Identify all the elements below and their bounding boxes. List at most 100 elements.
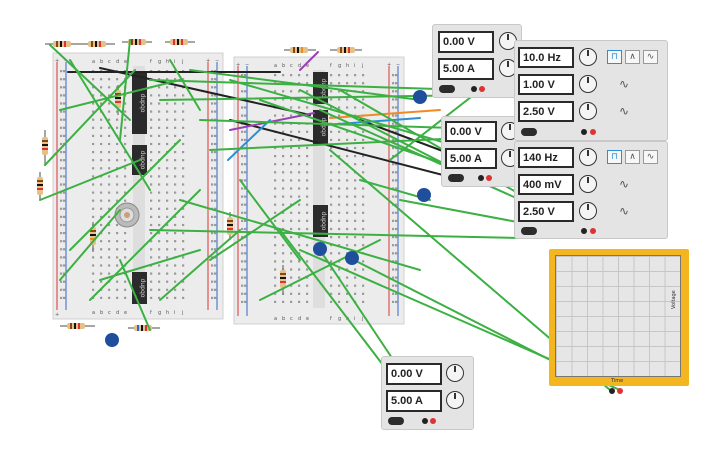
bb1-col-g-bottom: g xyxy=(158,310,161,316)
fg1-frequency-knob[interactable] xyxy=(579,48,597,66)
resistor-2[interactable] xyxy=(80,41,115,47)
ps3-voltage-knob[interactable] xyxy=(446,364,464,382)
fg1-sine-wave-button[interactable]: ∿ xyxy=(643,50,658,64)
capacitor-1[interactable] xyxy=(413,90,427,104)
oscilloscope-pos-terminal[interactable] xyxy=(617,388,623,394)
wire[interactable] xyxy=(229,119,471,183)
bb2-col-j: j xyxy=(361,63,363,69)
fg2-sine-wave-button[interactable]: ∿ xyxy=(643,150,658,164)
wire[interactable] xyxy=(99,249,201,281)
resistor-6[interactable] xyxy=(330,47,362,53)
ps3-current-knob[interactable] xyxy=(446,391,464,409)
bb2-col-h: h xyxy=(346,63,349,69)
fg1-offset-wave-icon: ∿ xyxy=(619,104,630,118)
fg2-neg-terminal[interactable] xyxy=(581,228,587,234)
wire[interactable] xyxy=(209,199,301,261)
resistor-12[interactable] xyxy=(280,265,286,295)
bb1-col-e: e xyxy=(124,59,127,65)
wire[interactable] xyxy=(329,109,441,119)
ps1-voltage-knob[interactable] xyxy=(499,32,517,50)
wire[interactable] xyxy=(39,159,141,201)
ic-chip-1-label: dupqo xyxy=(139,94,146,113)
ic-chip-3[interactable]: dupqo xyxy=(132,272,147,304)
power-supply-3[interactable]: 0.00 V 5.00 A xyxy=(381,356,474,430)
wire[interactable] xyxy=(169,59,201,111)
photoresistor[interactable] xyxy=(114,202,140,228)
fg2-frequency-knob[interactable] xyxy=(579,148,597,166)
ic-chip-6-label: dupqo xyxy=(320,212,327,231)
resistor-5[interactable] xyxy=(284,47,316,53)
bb1-col-c: c xyxy=(108,59,111,65)
wire[interactable] xyxy=(159,229,241,301)
fg1-neg-terminal[interactable] xyxy=(581,129,587,135)
ps1-pos-terminal[interactable] xyxy=(479,86,485,92)
function-generator-1[interactable]: 10.0 Hz 1.00 V 2.50 V ⊓ ∧ ∿ ∿ ∿ xyxy=(514,40,668,141)
wire[interactable] xyxy=(44,69,136,166)
resistor-3[interactable] xyxy=(122,39,152,45)
resistor-11[interactable] xyxy=(227,212,233,240)
wire[interactable] xyxy=(119,39,131,141)
fg2-pos-terminal[interactable] xyxy=(590,228,596,234)
wire[interactable] xyxy=(179,199,421,271)
ps1-power-switch[interactable] xyxy=(439,85,455,93)
resistor-4[interactable] xyxy=(165,39,195,45)
bb1-col-i-bottom: i xyxy=(174,310,175,316)
capacitor-4[interactable] xyxy=(345,251,359,265)
wire[interactable] xyxy=(89,189,201,301)
capacitor-5[interactable] xyxy=(105,333,119,347)
ic-chip-3-label: dupqo xyxy=(139,279,146,298)
wire[interactable] xyxy=(227,119,271,161)
wire[interactable] xyxy=(189,69,421,101)
resistor-1[interactable] xyxy=(45,41,80,47)
oscilloscope-neg-terminal[interactable] xyxy=(609,388,615,394)
fg1-amplitude-knob[interactable] xyxy=(579,75,597,93)
fg1-power-switch[interactable] xyxy=(521,128,537,136)
oscilloscope[interactable]: Time Voltage xyxy=(549,249,689,394)
ps1-neg-terminal[interactable] xyxy=(471,86,477,92)
ps3-power-switch[interactable] xyxy=(388,417,404,425)
wire[interactable] xyxy=(389,89,481,161)
power-supply-1[interactable]: 0.00 V 5.00 A xyxy=(432,24,522,98)
wire[interactable] xyxy=(59,79,181,111)
fg1-pos-terminal[interactable] xyxy=(590,129,596,135)
ps3-neg-terminal[interactable] xyxy=(422,418,428,424)
fg1-offset-knob[interactable] xyxy=(579,102,597,120)
ic-chip-6[interactable]: dupqo xyxy=(313,205,328,237)
function-generator-2[interactable]: 140 Hz 400 mV 2.50 V ⊓ ∧ ∿ ∿ ∿ xyxy=(514,141,668,239)
ps2-power-switch[interactable] xyxy=(448,174,464,182)
ps2-pos-terminal[interactable] xyxy=(486,175,492,181)
oscilloscope-y-label: Voltage xyxy=(671,290,677,309)
wire[interactable] xyxy=(49,44,131,121)
wire[interactable] xyxy=(149,229,521,239)
wire[interactable] xyxy=(69,139,181,251)
fg2-square-wave-button[interactable]: ⊓ xyxy=(607,150,622,164)
bb2-col-c: c xyxy=(290,63,293,69)
fg2-triangle-wave-button[interactable]: ∧ xyxy=(625,150,640,164)
ps3-voltage-display: 0.00 V xyxy=(386,363,442,385)
fg2-amplitude-knob[interactable] xyxy=(579,175,597,193)
wire[interactable] xyxy=(349,257,561,366)
capacitor-2[interactable] xyxy=(417,188,431,202)
resistor-8[interactable] xyxy=(37,172,43,200)
ic-chip-1[interactable]: dupqo xyxy=(132,72,147,134)
ic-chip-5[interactable]: dupqo xyxy=(313,110,328,144)
power-supply-2[interactable]: 0.00 V 5.00 A xyxy=(441,116,525,187)
wire[interactable] xyxy=(69,59,151,191)
fg2-offset-knob[interactable] xyxy=(579,202,597,220)
resistor-7[interactable] xyxy=(42,130,48,165)
bb2-col-f-bottom: f xyxy=(330,316,332,322)
fg1-triangle-wave-button[interactable]: ∧ xyxy=(625,50,640,64)
resistor-13[interactable] xyxy=(60,323,95,329)
ps3-pos-terminal[interactable] xyxy=(430,418,436,424)
capacitor-3[interactable] xyxy=(313,242,327,256)
ps2-neg-terminal[interactable] xyxy=(478,175,484,181)
bb2-col-a: a xyxy=(274,63,277,69)
fg1-square-wave-button[interactable]: ⊓ xyxy=(607,50,622,64)
fg2-power-switch[interactable] xyxy=(521,227,537,235)
bb2-col-b: b xyxy=(282,63,285,69)
wire[interactable] xyxy=(299,51,319,71)
resistor-14[interactable] xyxy=(128,325,160,331)
wire[interactable] xyxy=(59,209,121,281)
wire[interactable] xyxy=(99,67,311,116)
wire[interactable] xyxy=(259,239,381,301)
